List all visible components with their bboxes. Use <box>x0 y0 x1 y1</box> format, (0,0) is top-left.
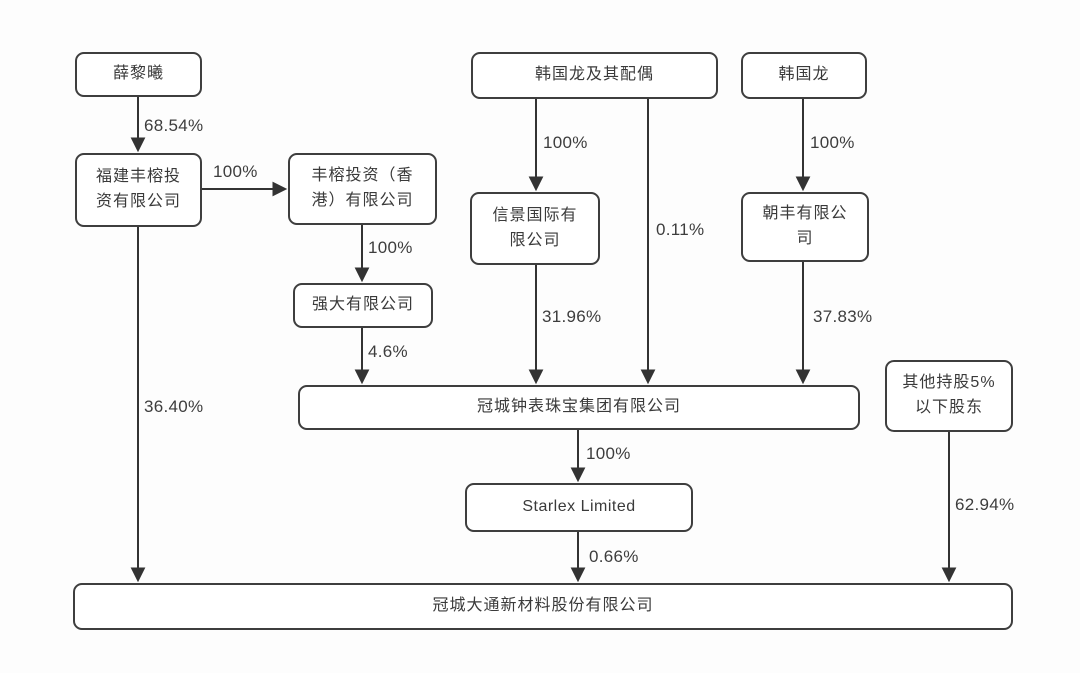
node-label: 冠城钟表珠宝集团有限公司 <box>476 398 681 416</box>
node-label: 丰榕投资（香港）有限公司 <box>311 167 414 209</box>
node-label: 强大有限公司 <box>311 296 414 314</box>
node-label: 福建丰榕投资有限公司 <box>95 168 181 210</box>
node-label: 冠城大通新材料股份有限公司 <box>432 597 654 615</box>
edge-label-fujian-to-datong: 36.40% <box>144 397 204 416</box>
node-starlex: Starlex Limited <box>465 483 693 532</box>
node-label: 其他持股5%以下股东 <box>902 374 996 416</box>
node-qiangda: 强大有限公司 <box>293 283 433 328</box>
edge-label-hanspouse-to-xinjing: 100% <box>543 133 588 152</box>
edge-label-xinjing-to-watch: 31.96% <box>542 307 602 326</box>
node-chaofeng: 朝丰有限公司 <box>741 192 869 262</box>
edge-label-watch-to-starlex: 100% <box>586 444 631 463</box>
node-fengrong-hk: 丰榕投资（香港）有限公司 <box>288 153 437 225</box>
edge-label-hanspouse-to-watch: 0.11% <box>656 220 705 239</box>
node-label: 韩国龙及其配偶 <box>534 66 654 84</box>
node-label: 信景国际有限公司 <box>492 206 578 249</box>
node-guancheng-datong: 冠城大通新材料股份有限公司 <box>73 583 1013 630</box>
node-xinjing: 信景国际有限公司 <box>470 192 600 265</box>
edge-label-starlex-to-datong: 0.66% <box>589 547 639 566</box>
node-han-and-spouse: 韩国龙及其配偶 <box>471 52 718 99</box>
node-label: 韩国龙 <box>778 66 830 84</box>
edge-label-chaofeng-to-watch: 37.83% <box>813 307 873 326</box>
node-xue-lixi: 薛黎曦 <box>75 52 202 97</box>
edge-label-xue-to-fujian: 68.54% <box>144 116 204 135</box>
edge-label-qiangda-to-watch: 4.6% <box>368 342 408 361</box>
edge-label-han-to-chaofeng: 100% <box>810 133 855 152</box>
node-other-holders: 其他持股5%以下股东 <box>885 360 1013 432</box>
edge-label-other-to-datong: 62.94% <box>955 495 1015 514</box>
node-han-guolong: 韩国龙 <box>741 52 867 99</box>
node-fujian-fengrong: 福建丰榕投资有限公司 <box>75 153 202 227</box>
node-label: Starlex Limited <box>522 498 636 516</box>
edge-label-hk-to-qiangda: 100% <box>368 238 413 257</box>
node-label: 朝丰有限公司 <box>762 205 848 247</box>
node-guancheng-watch: 冠城钟表珠宝集团有限公司 <box>298 385 860 430</box>
edge-label-fujian-to-hk: 100% <box>213 162 258 181</box>
node-label: 薛黎曦 <box>112 65 164 83</box>
